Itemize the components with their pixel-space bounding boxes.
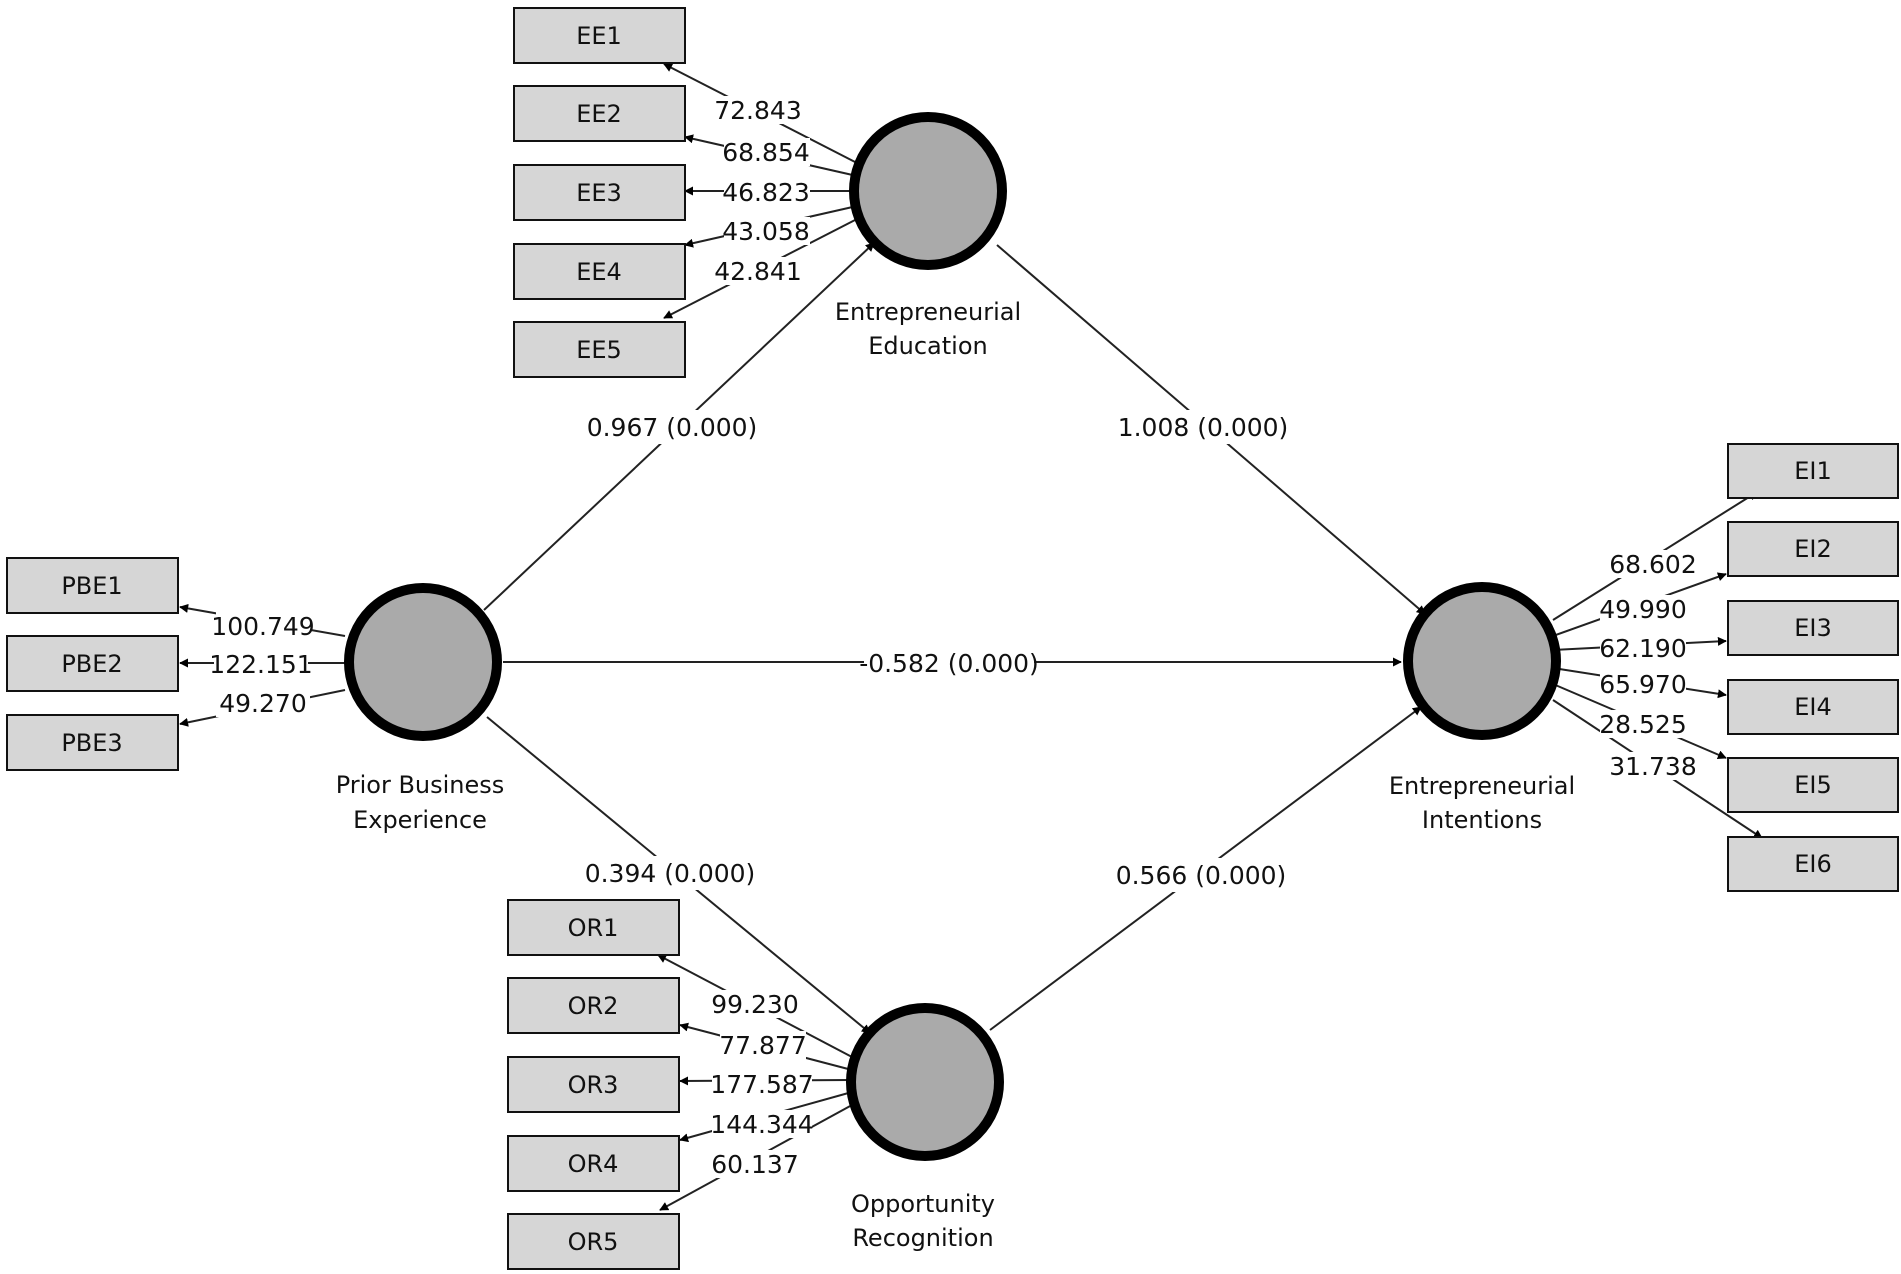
svg-text:OR1: OR1	[568, 914, 619, 942]
structural-paths: 0.967 (0.000) 1.008 (0.000) -0.582 (0.00…	[483, 242, 1426, 1034]
indicator-pbe1: PBE1	[6, 557, 179, 614]
svg-text:EI1: EI1	[1794, 457, 1832, 485]
indicator-ei5: EI5	[1727, 757, 1899, 813]
svg-text:OR2: OR2	[568, 992, 619, 1020]
construct-label-ei-line2: Intentions	[1422, 806, 1542, 834]
loading-ei3: 62.190	[1599, 634, 1686, 663]
svg-text:OR5: OR5	[568, 1228, 619, 1256]
indicator-ee1: EE1	[513, 7, 686, 64]
construct-opportunity-recognition: Opportunity Recognition	[846, 1003, 1004, 1252]
indicator-or3: OR3	[507, 1056, 680, 1113]
loading-pbe1: 100.749	[211, 612, 314, 641]
construct-label-pbe-line1: Prior Business	[336, 771, 505, 799]
construct-entrepreneurial-intentions: Entrepreneurial Intentions	[1389, 582, 1575, 834]
indicator-or5: OR5	[507, 1213, 680, 1270]
ei-indicators: 68.602 49.990 62.190 65.970 28.525 31.73…	[1552, 443, 1899, 892]
indicator-ei1: EI1	[1727, 443, 1899, 499]
path-coef-pbe-ei: -0.582 (0.000)	[859, 649, 1039, 678]
svg-text:OR3: OR3	[568, 1071, 619, 1099]
path-coef-or-ei: 0.566 (0.000)	[1116, 861, 1287, 890]
svg-text:EI3: EI3	[1794, 614, 1832, 642]
loading-pbe3: 49.270	[219, 689, 306, 718]
indicator-pbe2: PBE2	[6, 635, 179, 692]
loading-ei6: 31.738	[1609, 752, 1696, 781]
indicator-ee3: EE3	[513, 164, 686, 221]
loading-ei4: 65.970	[1599, 670, 1686, 699]
loading-ee4: 43.058	[722, 217, 809, 246]
construct-label-or-line2: Recognition	[852, 1224, 993, 1252]
svg-text:EE1: EE1	[576, 22, 622, 50]
indicator-or1: OR1	[507, 899, 680, 956]
svg-text:OR4: OR4	[568, 1150, 619, 1178]
indicator-pbe3: PBE3	[6, 714, 179, 771]
svg-text:EE4: EE4	[576, 258, 622, 286]
loading-ee2: 68.854	[722, 138, 809, 167]
indicator-ee4: EE4	[513, 243, 686, 300]
loading-or1: 99.230	[711, 990, 798, 1019]
svg-text:EE3: EE3	[576, 179, 622, 207]
svg-text:PBE3: PBE3	[61, 729, 122, 757]
svg-text:EI2: EI2	[1794, 535, 1832, 563]
construct-label-or-line1: Opportunity	[851, 1190, 995, 1218]
construct-label-pbe-line2: Experience	[353, 806, 487, 834]
loading-ee3: 46.823	[722, 178, 809, 207]
loading-ei2: 49.990	[1599, 595, 1686, 624]
indicator-or4: OR4	[507, 1135, 680, 1192]
pbe-indicators: 100.749 122.151 49.270 PBE1 PBE2 PBE3	[6, 557, 346, 771]
svg-text:EE5: EE5	[576, 336, 622, 364]
loading-or2: 77.877	[719, 1031, 806, 1060]
indicator-ei4: EI4	[1727, 679, 1899, 735]
path-coef-pbe-ee: 0.967 (0.000)	[587, 413, 758, 442]
path-coef-ee-ei: 1.008 (0.000)	[1118, 413, 1289, 442]
indicator-ei3: EI3	[1727, 600, 1899, 656]
svg-text:PBE2: PBE2	[61, 650, 122, 678]
ee-indicators: 72.843 68.854 46.823 43.058 42.841 EE1 E…	[513, 7, 858, 378]
path-coef-pbe-or: 0.394 (0.000)	[585, 859, 756, 888]
indicator-ee2: EE2	[513, 85, 686, 142]
indicator-ee5: EE5	[513, 321, 686, 378]
svg-text:EE2: EE2	[576, 100, 622, 128]
loading-or4: 144.344	[710, 1110, 813, 1139]
construct-prior-business-experience: Prior Business Experience	[336, 583, 505, 834]
svg-text:EI4: EI4	[1794, 693, 1832, 721]
loading-pbe2: 122.151	[209, 650, 312, 679]
loading-ee5: 42.841	[714, 257, 801, 286]
loading-ee1: 72.843	[714, 96, 801, 125]
indicator-ei2: EI2	[1727, 521, 1899, 577]
svg-text:EI5: EI5	[1794, 771, 1832, 799]
loading-or5: 60.137	[711, 1150, 798, 1179]
construct-entrepreneurial-education: Entrepreneurial Education	[835, 112, 1021, 360]
construct-label-ei-line1: Entrepreneurial	[1389, 772, 1575, 800]
indicator-or2: OR2	[507, 977, 680, 1034]
svg-text:EI6: EI6	[1794, 850, 1832, 878]
loading-or3: 177.587	[710, 1070, 813, 1099]
indicator-ei6: EI6	[1727, 836, 1899, 892]
construct-label-ee-line2: Education	[868, 332, 987, 360]
svg-text:PBE1: PBE1	[61, 572, 122, 600]
loading-ei5: 28.525	[1599, 710, 1686, 739]
loading-ei1: 68.602	[1609, 550, 1696, 579]
or-indicators: 99.230 77.877 177.587 144.344 60.137 OR1…	[507, 899, 853, 1270]
construct-label-ee-line1: Entrepreneurial	[835, 298, 1021, 326]
